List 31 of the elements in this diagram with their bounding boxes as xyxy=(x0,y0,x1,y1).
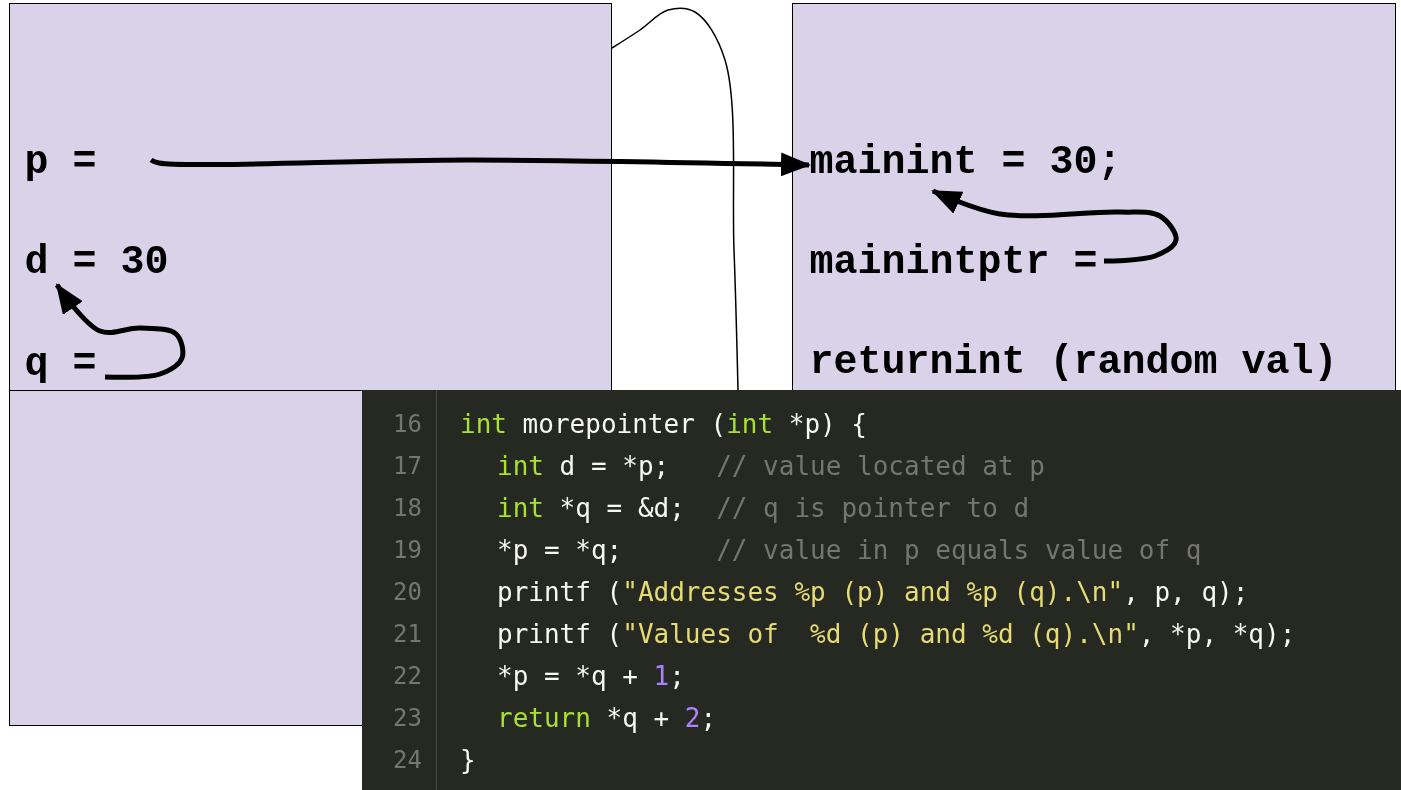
variable-label: mainint = 30; xyxy=(809,140,1130,191)
arrow xyxy=(150,152,811,177)
connector-line xyxy=(611,7,739,391)
line-number: 19 xyxy=(392,535,422,565)
line-number: 22 xyxy=(392,661,422,691)
line-number: 18 xyxy=(392,493,422,523)
stack-frame-box xyxy=(792,3,1396,391)
code-line: int *q = &d; // q is pointer to d xyxy=(497,492,1030,524)
code-line: } xyxy=(460,744,476,776)
code-line: return *q + 2; xyxy=(497,702,717,734)
line-number: 17 xyxy=(392,451,422,481)
line-number: 24 xyxy=(392,745,422,775)
code-line: printf ("Addresses %p (p) and %p (q).\n", p, q); xyxy=(497,576,1249,608)
arrow xyxy=(54,283,186,380)
code-panel xyxy=(362,390,1401,790)
variable-label: d = 30 xyxy=(24,240,185,285)
line-number: 16 xyxy=(392,409,422,439)
variable-label: p = xyxy=(24,140,153,185)
line-number: 21 xyxy=(392,619,422,649)
line-number: 23 xyxy=(392,703,422,733)
stack-frame-box xyxy=(9,3,612,391)
code-line: *p = *q; // value in p equals value of q xyxy=(497,534,1202,566)
variable-label: q = xyxy=(24,342,105,387)
variable-label: mainintptr = xyxy=(809,240,1104,285)
code-line: *p = *q + 1; xyxy=(497,660,685,692)
variable-label: returnint (random val) xyxy=(809,340,1370,385)
code-line: int morepointer (int *p) { xyxy=(460,408,867,440)
code-line: printf ("Values of %d (p) and %d (q).\n", *p, *q); xyxy=(497,618,1296,650)
arrow xyxy=(931,188,1179,264)
line-number: 20 xyxy=(392,577,422,607)
code-line: int d = *p; // value located at p xyxy=(497,450,1045,482)
